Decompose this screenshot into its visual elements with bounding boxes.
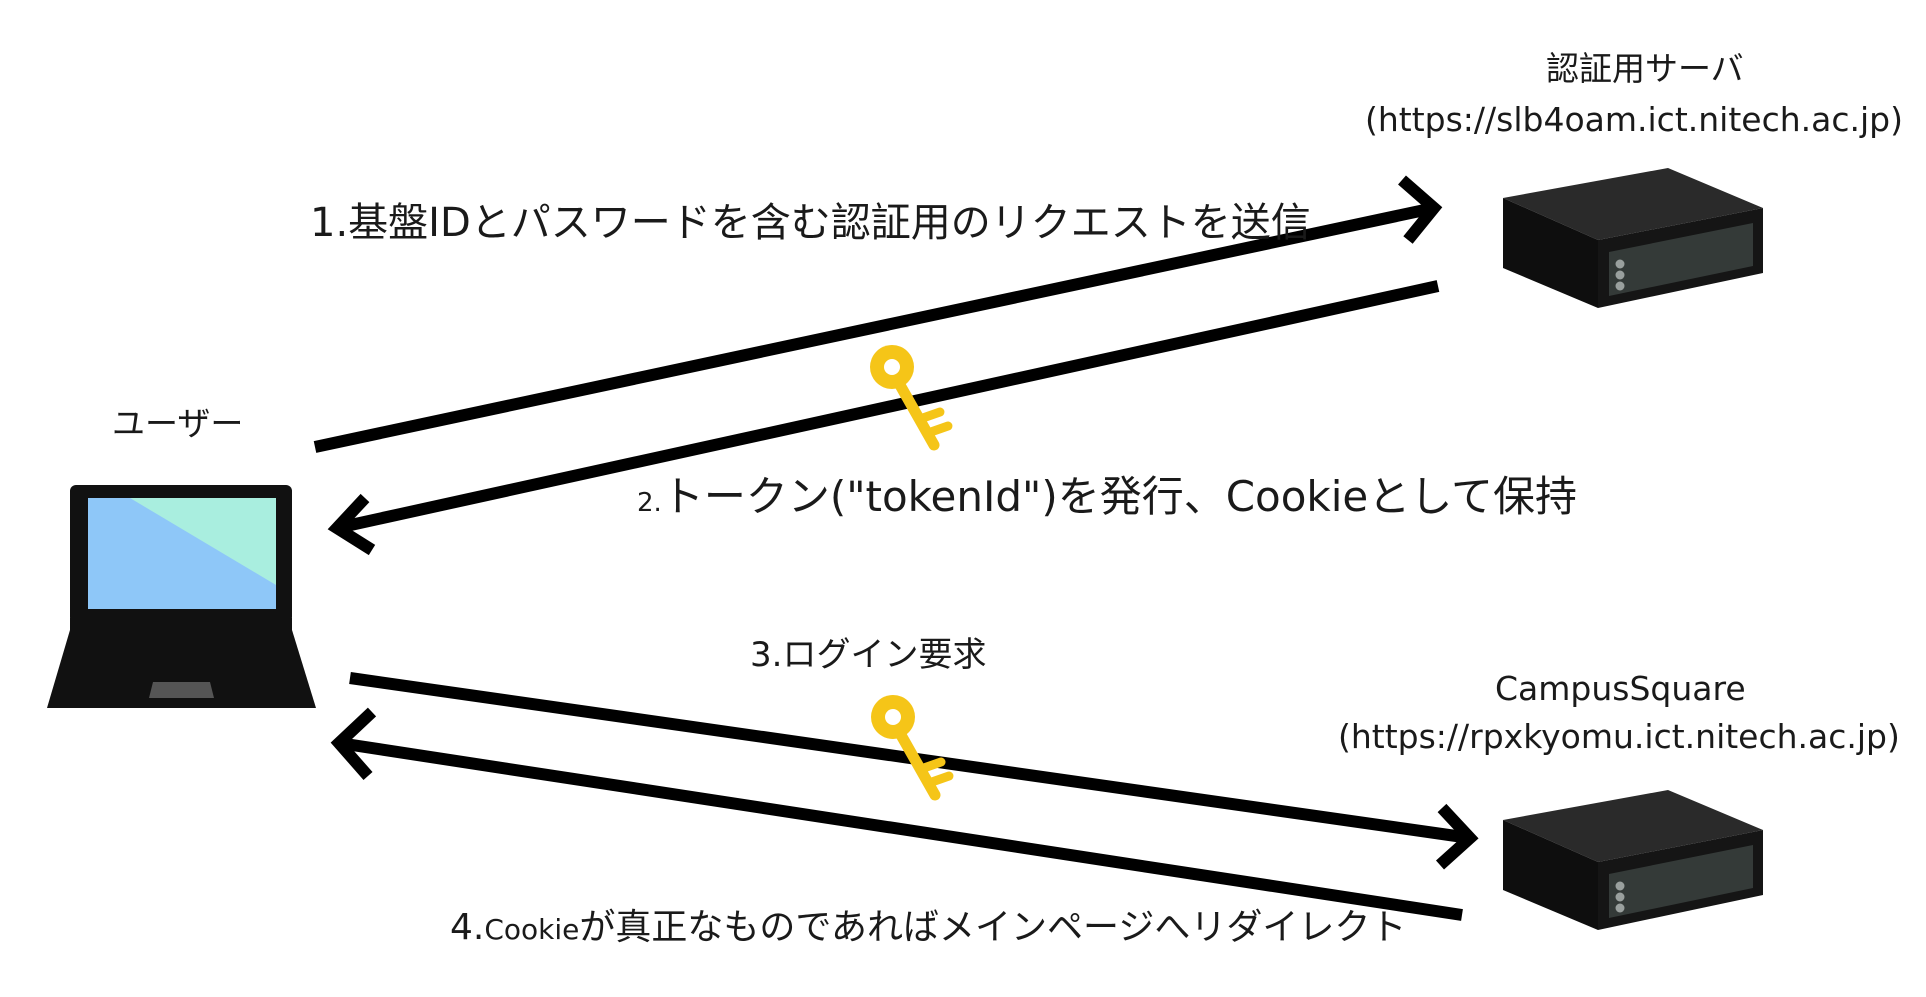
user-label: ユーザー	[112, 404, 244, 443]
step-1-label: 1.基盤IDとパスワードを含む認証用のリクエストを送信	[310, 200, 1311, 246]
step-2-number: 2.	[637, 488, 662, 518]
campus-server-url: (https://rpxkyomu.ict.nitech.ac.jp)	[1338, 717, 1900, 756]
laptop-icon	[47, 485, 316, 708]
step-2-label: 2.トークン("tokenId")を発行、Cookieとして保持	[637, 476, 1577, 518]
auth-server-url: (https://slb4oam.ict.nitech.ac.jp)	[1365, 100, 1903, 139]
key-icon	[871, 695, 949, 795]
auth-server-label: 認証用サーバ	[1546, 49, 1744, 88]
arrow-issue-token	[327, 280, 1440, 556]
arrow-request-auth	[313, 175, 1443, 453]
campus-server-label: CampusSquare	[1495, 669, 1746, 708]
campus-server-icon	[1503, 790, 1763, 930]
step-2-text: トークン("tokenId")を発行、Cookieとして保持	[661, 472, 1578, 521]
step-4-label: 4.Cookieが真正なものであればメインページへリダイレクト	[450, 910, 1406, 946]
step-4-cookie: Cookie	[484, 913, 580, 946]
arrow-redirect	[330, 707, 1463, 921]
step-4-number: 4.	[450, 907, 485, 948]
step-4-text: が真正なものであればメインページへリダイレクト	[579, 907, 1407, 948]
auth-server-icon	[1503, 168, 1763, 308]
step-3-label: 3.ログイン要求	[750, 635, 987, 675]
